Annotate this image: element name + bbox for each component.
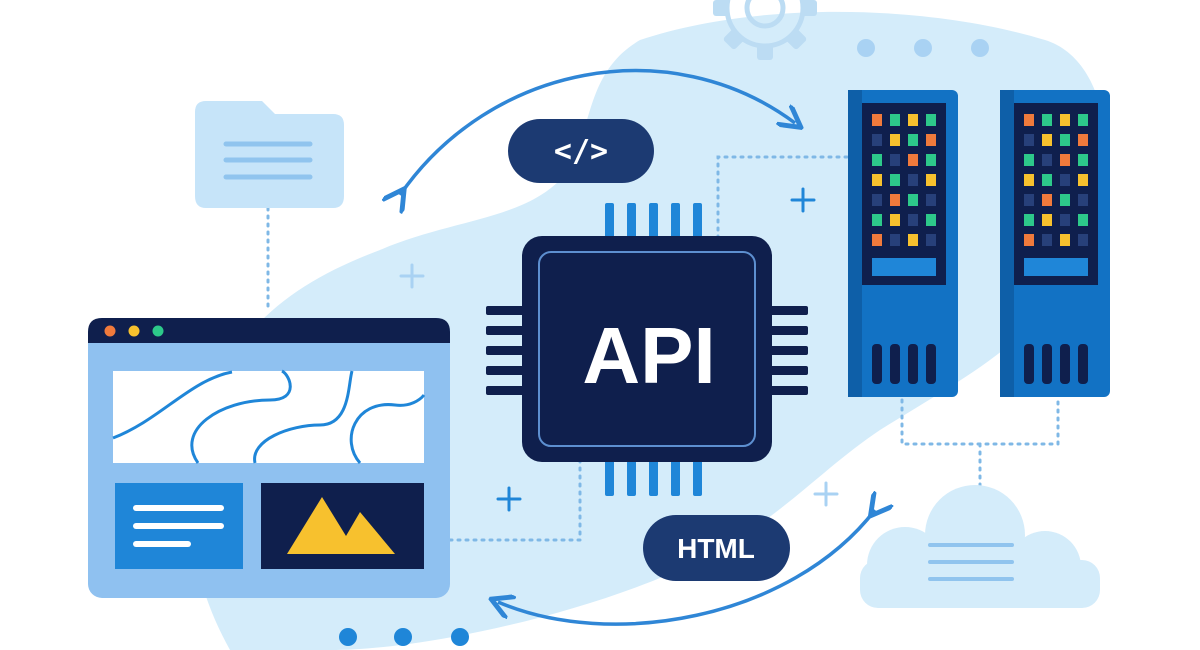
server-led — [1078, 234, 1088, 246]
server-led — [926, 134, 936, 146]
server-led — [908, 134, 918, 146]
server-led — [1060, 234, 1070, 246]
server-led — [926, 194, 936, 206]
server-led — [872, 134, 882, 146]
dots-bottom — [339, 628, 469, 646]
server-led — [1078, 194, 1088, 206]
server-led — [872, 174, 882, 186]
server-led — [1024, 214, 1034, 226]
chip-pins — [605, 203, 702, 496]
server-led — [1042, 154, 1052, 166]
server-led — [1042, 194, 1052, 206]
html-badge: HTML — [643, 515, 790, 581]
arrow-icon — [498, 510, 875, 626]
server-led — [1060, 174, 1070, 186]
server-led — [890, 114, 900, 126]
server-led — [890, 234, 900, 246]
image-panel — [261, 483, 424, 569]
plus-icon — [813, 481, 839, 507]
server-led — [908, 154, 918, 166]
server-led — [1078, 214, 1088, 226]
server-led — [890, 154, 900, 166]
server-led — [1060, 194, 1070, 206]
server-led — [1060, 134, 1070, 146]
window-dot-green — [152, 325, 164, 337]
server-led — [872, 154, 882, 166]
server-led — [1042, 114, 1052, 126]
server-led — [872, 234, 882, 246]
window-dot-yellow — [128, 325, 140, 337]
server-led — [926, 234, 936, 246]
server-led — [1024, 134, 1034, 146]
plus-icon — [399, 263, 425, 289]
server-led — [908, 114, 918, 126]
server-led — [908, 234, 918, 246]
server-led — [926, 174, 936, 186]
server-led — [908, 174, 918, 186]
server-led — [872, 214, 882, 226]
folder-icon — [195, 101, 344, 208]
code-badge-label: </> — [554, 134, 608, 169]
window-dot-orange — [104, 325, 116, 337]
server-led — [1024, 114, 1034, 126]
server-rack-right — [1000, 90, 1110, 397]
dots-top — [857, 39, 989, 57]
server-led — [1060, 214, 1070, 226]
server-led — [1078, 174, 1088, 186]
server-led — [890, 134, 900, 146]
server-led — [872, 114, 882, 126]
server-led — [1060, 154, 1070, 166]
text-panel — [115, 483, 243, 569]
server-led — [1042, 234, 1052, 246]
server-led — [926, 154, 936, 166]
server-led — [890, 214, 900, 226]
server-led — [890, 174, 900, 186]
server-led — [926, 214, 936, 226]
server-led — [1024, 234, 1034, 246]
server-led — [1024, 174, 1034, 186]
mountain-icon — [287, 497, 395, 554]
server-led — [1042, 134, 1052, 146]
server-led — [908, 214, 918, 226]
chip-label: API — [582, 311, 715, 400]
arrow-icon — [400, 68, 795, 195]
server-led — [908, 194, 918, 206]
browser-titlebar — [88, 318, 450, 343]
server-led — [1024, 154, 1034, 166]
api-chip: API — [486, 203, 808, 496]
server-led — [890, 194, 900, 206]
server-led — [1078, 114, 1088, 126]
gear-icon — [713, 0, 817, 60]
server-led — [1078, 134, 1088, 146]
cloud-lines — [928, 543, 1014, 581]
code-badge: </> — [508, 119, 654, 183]
server-led — [872, 194, 882, 206]
browser-window — [88, 318, 450, 598]
html-badge-label: HTML — [677, 533, 755, 564]
server-rack-left — [848, 90, 958, 397]
server-led — [1060, 114, 1070, 126]
map-panel — [112, 369, 426, 464]
server-led — [1042, 214, 1052, 226]
server-led — [926, 114, 936, 126]
server-led — [1024, 194, 1034, 206]
server-led — [1042, 174, 1052, 186]
server-led — [1078, 154, 1088, 166]
